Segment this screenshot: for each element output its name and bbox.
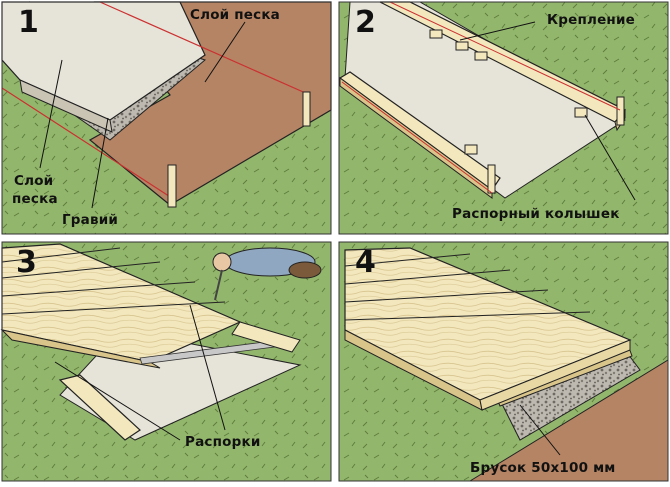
stake: [616, 96, 625, 126]
guide-string-bottom: [1, 87, 176, 201]
side-beam: [0, 329, 161, 369]
label-sand-layer-top: Слой песка: [190, 7, 280, 23]
step-number-1: 1: [18, 5, 39, 40]
step-number-3: 3: [16, 245, 37, 280]
label-spacers: Распорки: [185, 434, 261, 450]
panel-4: 4 Брусок 50х100 мм: [338, 241, 669, 482]
stake-block: [574, 107, 588, 118]
fastening-block: [474, 51, 488, 61]
edge-board: [58, 374, 141, 441]
stake: [302, 91, 311, 127]
step-number-2: 2: [355, 5, 376, 40]
stake-block: [464, 144, 478, 155]
panel-2: 2 Крепление Распорный колышек: [338, 1, 669, 235]
label-spreader-stake: Распорный колышек: [452, 206, 620, 222]
worker-figure: [212, 247, 322, 301]
step-number-4: 4: [355, 245, 376, 280]
label-beam: Брусок 50х100 мм: [470, 460, 616, 476]
label-gravel: Гравий: [62, 212, 118, 228]
guide-string-top: [99, 1, 311, 96]
panel-1: 1 Слой песка Слой песка Гравий: [1, 1, 332, 235]
panel-3: 3 Распорки: [0, 241, 332, 482]
fastening-block: [455, 41, 469, 51]
stake: [167, 164, 177, 208]
label-fastening: Крепление: [547, 12, 635, 28]
stake: [487, 164, 496, 194]
fastening-block: [429, 29, 443, 39]
hammer-icon: [214, 269, 223, 301]
label-sand-layer-left-line1: Слой: [14, 173, 53, 189]
label-sand-layer-left-line2: песка: [12, 191, 58, 207]
